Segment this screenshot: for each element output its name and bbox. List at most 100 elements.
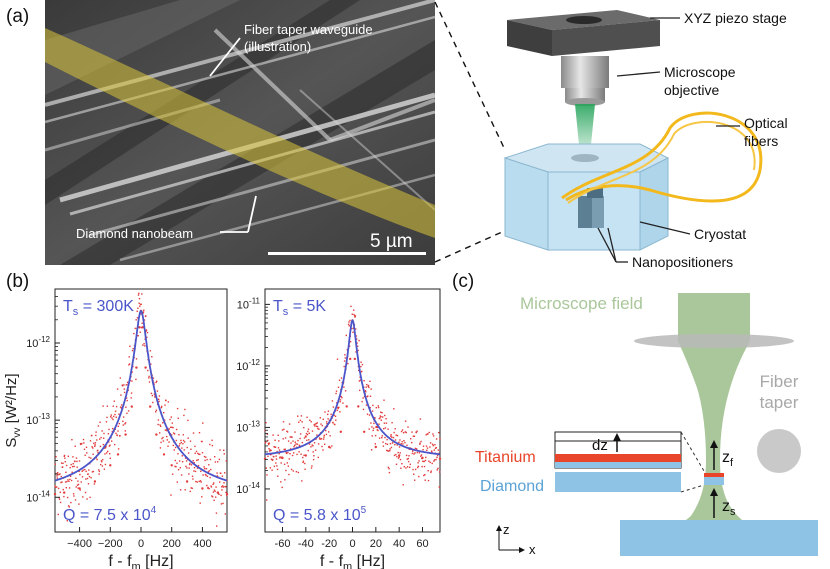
data-point xyxy=(336,409,338,412)
data-point xyxy=(388,450,390,452)
data-point xyxy=(285,451,287,454)
data-point xyxy=(347,362,349,365)
data-point xyxy=(423,460,425,463)
data-point xyxy=(402,484,404,486)
data-point xyxy=(374,434,377,437)
data-point xyxy=(104,463,107,466)
series-point xyxy=(144,366,147,369)
data-point xyxy=(111,417,113,419)
data-point xyxy=(79,473,81,476)
data-point xyxy=(429,446,431,448)
data-point xyxy=(177,453,179,455)
data-point xyxy=(294,444,296,446)
data-point xyxy=(218,458,221,461)
data-point xyxy=(289,436,291,438)
data-point xyxy=(55,472,57,475)
data-point xyxy=(89,440,92,442)
data-point xyxy=(138,298,141,300)
data-point xyxy=(224,472,226,474)
data-point xyxy=(187,437,189,439)
data-point xyxy=(432,444,434,447)
taper-overlay xyxy=(45,28,435,238)
data-point xyxy=(126,381,129,384)
data-point xyxy=(222,502,224,505)
data-point xyxy=(75,457,78,459)
data-point xyxy=(311,430,314,432)
data-point xyxy=(371,435,373,437)
q-factor-annotation: Q = 5.8 x 105 xyxy=(273,505,367,524)
data-point xyxy=(64,457,66,459)
data-point xyxy=(269,467,272,469)
data-point xyxy=(293,445,295,448)
data-point xyxy=(378,423,380,425)
data-point xyxy=(395,434,397,436)
data-point xyxy=(310,446,312,448)
data-point xyxy=(418,475,420,478)
data-point xyxy=(396,444,398,446)
data-point xyxy=(155,411,157,413)
data-point xyxy=(71,439,73,441)
data-point xyxy=(213,482,215,484)
microscope-field-top xyxy=(678,293,750,341)
data-point xyxy=(84,468,86,471)
data-point xyxy=(214,461,217,463)
data-point xyxy=(320,423,322,425)
data-point xyxy=(180,441,182,444)
data-point xyxy=(339,401,341,403)
data-point xyxy=(370,449,373,451)
data-point xyxy=(107,433,110,435)
data-point xyxy=(91,471,94,473)
data-point xyxy=(91,434,93,437)
data-point xyxy=(383,422,386,424)
data-point xyxy=(307,430,309,433)
data-point xyxy=(171,473,174,475)
data-point xyxy=(280,481,282,483)
fibers-label-1: Optical xyxy=(744,115,788,131)
data-point xyxy=(116,434,118,437)
data-point xyxy=(412,450,414,452)
data-point xyxy=(435,446,437,449)
data-point xyxy=(98,469,100,471)
data-point xyxy=(311,444,313,446)
data-point xyxy=(370,422,372,424)
y-tick-label: 10-11 xyxy=(237,296,261,311)
data-point xyxy=(344,354,346,356)
data-point xyxy=(82,496,84,498)
data-point xyxy=(106,452,108,454)
data-point xyxy=(362,397,364,399)
data-point xyxy=(81,442,83,445)
data-point xyxy=(344,357,346,359)
data-point xyxy=(167,445,169,447)
data-point xyxy=(287,452,289,454)
series-point xyxy=(353,357,356,361)
data-point xyxy=(405,454,408,457)
data-point xyxy=(380,411,382,413)
data-point xyxy=(195,480,197,483)
data-point xyxy=(337,386,340,388)
data-point xyxy=(105,445,107,447)
data-point xyxy=(221,489,223,491)
data-point xyxy=(302,461,304,464)
data-point xyxy=(164,429,167,431)
data-point xyxy=(366,383,368,386)
data-point xyxy=(377,429,379,432)
data-point xyxy=(172,432,175,434)
data-point xyxy=(328,431,330,433)
series-point xyxy=(398,454,401,457)
data-point xyxy=(56,486,58,488)
axis-x-label: x xyxy=(529,542,536,557)
fiber-taper-circle xyxy=(757,429,801,473)
data-point xyxy=(436,456,438,459)
data-point xyxy=(299,437,301,440)
data-point xyxy=(66,480,68,483)
data-point xyxy=(144,345,146,347)
data-point xyxy=(128,364,130,366)
data-point xyxy=(372,404,374,407)
data-point xyxy=(158,398,160,400)
data-point xyxy=(197,452,199,455)
series-point xyxy=(304,454,307,457)
data-point xyxy=(297,415,299,417)
data-point xyxy=(65,471,67,473)
data-point xyxy=(194,445,196,448)
data-point xyxy=(313,455,315,457)
